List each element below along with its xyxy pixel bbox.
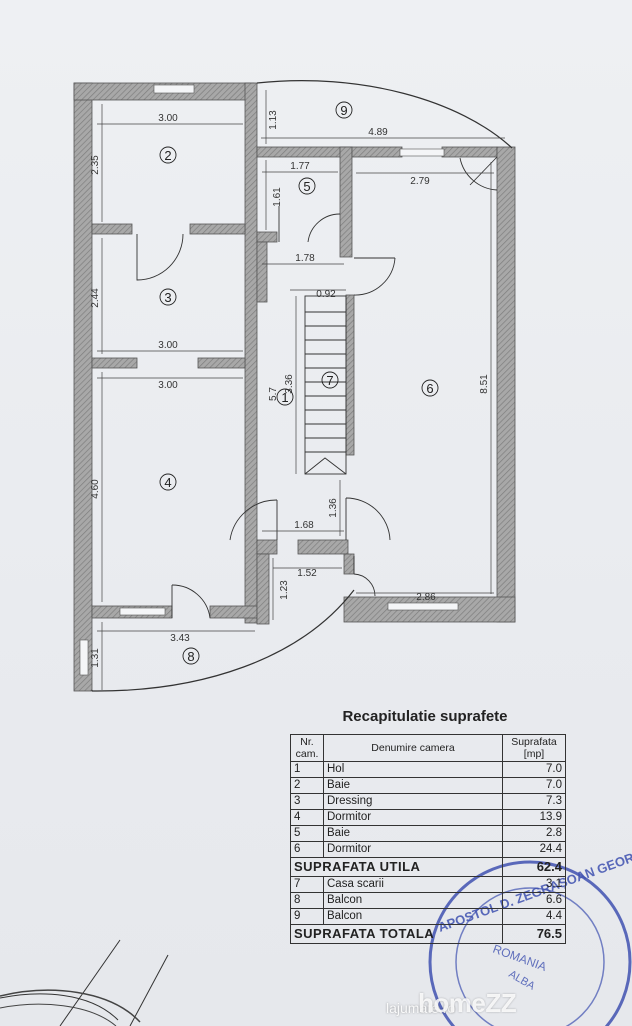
useful-area-total-row: SUPRAFATA UTILA 62.4 [290,857,566,877]
dim-r8-height: 1.31 [90,648,101,668]
row-nr: 1 [290,761,324,778]
room-5-number: 5 [303,179,310,194]
dim-r2-height: 2.35 [90,155,101,175]
dim-r8-width: 3.43 [170,633,190,644]
room-9-number: 9 [340,103,347,118]
room-8-number: 8 [187,649,194,664]
room-7-number: 7 [326,373,333,388]
staircase [304,295,347,475]
row-name: Dormitor [323,809,503,826]
dim-r4-width: 3.00 [158,380,178,391]
room-3-number: 3 [164,290,171,305]
row-name: Dressing [323,793,503,810]
dim-r5-width: 1.77 [290,161,310,172]
windows [79,84,459,676]
room-number-labels: 2 3 4 5 6 1 7 8 9 [164,103,433,664]
dim-hall-height: 5.7 [268,387,279,401]
total-area-label: SUPRAFATA TOTALA [290,924,503,944]
row-area: 2.8 [502,825,566,842]
recap-title: Recapitulatie suprafete [342,708,508,725]
total-area-value: 76.5 [502,924,566,944]
dim-stair-width: 0.92 [316,289,336,300]
dim-r4-height: 4.60 [90,479,101,499]
signature-scribble [0,939,169,1026]
row-area: 13.9 [502,809,566,826]
row-area: 24.4 [502,841,566,858]
row-name: Baie [323,777,503,794]
total-area-row: SUPRAFATA TOTALA 76.5 [290,924,566,944]
room-numbers [159,101,439,665]
useful-area-value: 62.4 [502,857,566,877]
row-area: 7.0 [502,761,566,778]
dim-r9-height: 1.13 [268,110,279,130]
walls [73,82,516,692]
row-nr: 4 [290,809,324,826]
dim-entry-width: 1.52 [297,568,317,579]
useful-area-label: SUPRAFATA UTILA [290,857,503,877]
dim-hall-width-bottom: 1.68 [294,520,314,531]
row-area: 4.4 [502,908,566,925]
watermark-brand: homeZZ [418,988,517,1018]
row-name: Balcon [323,908,503,925]
door-swings [136,156,498,619]
row-nr: 3 [290,793,324,810]
room-2-number: 2 [164,148,171,163]
room-4-number: 4 [164,475,171,490]
row-name: Hol [323,761,503,778]
row-name: Baie [323,825,503,842]
dim-r6-width-bottom: 2.86 [416,592,436,603]
dim-r3-width: 3.00 [158,340,178,351]
row-nr: 7 [290,876,324,893]
row-area: 7.3 [502,793,566,810]
dim-r6-height: 8.51 [479,374,490,394]
dim-r2-width: 3.00 [158,113,178,124]
header-area: Suprafata [mp] [502,734,566,762]
dimension-labels: 3.00 2.35 2.44 3.00 3.00 4.60 3.43 1.31 … [90,110,490,668]
room-6-number: 6 [426,381,433,396]
header-nr: Nr. cam. [290,734,324,762]
table-header-row: Nr. cam. Denumire camera Suprafata [mp] [290,734,566,762]
dim-r3-height: 2.44 [90,288,101,308]
dim-hall-height-bottom: 1.36 [328,498,339,518]
watermark-site: lajumate.ro [386,1000,456,1016]
row-nr: 8 [290,892,324,909]
header-name: Denumire camera [323,734,503,762]
dim-stair-length: 3.36 [284,374,295,394]
dim-hall-width-top: 1.78 [295,253,315,264]
row-name: Casa scarii [323,876,503,893]
watermark: lajumate.ro homeZZ [386,984,632,1024]
dim-entry-height: 1.23 [279,580,290,600]
dim-r6-width-top: 2.79 [410,176,430,187]
row-area: 7.0 [502,777,566,794]
balcony-outlines [91,80,513,692]
row-name: Dormitor [323,841,503,858]
row-nr: 9 [290,908,324,925]
row-area: 6.6 [502,892,566,909]
row-nr: 6 [290,841,324,858]
dim-r9-width: 4.89 [368,127,388,138]
dimension-lines [97,90,505,690]
row-nr: 2 [290,777,324,794]
row-nr: 5 [290,825,324,842]
dim-r5-height: 1.61 [272,187,283,207]
area-summary-table: Nr. cam. Denumire camera Suprafata [mp] … [290,734,566,944]
row-name: Balcon [323,892,503,909]
room-1-number: 1 [281,390,288,405]
row-area: 3.1 [502,876,566,893]
